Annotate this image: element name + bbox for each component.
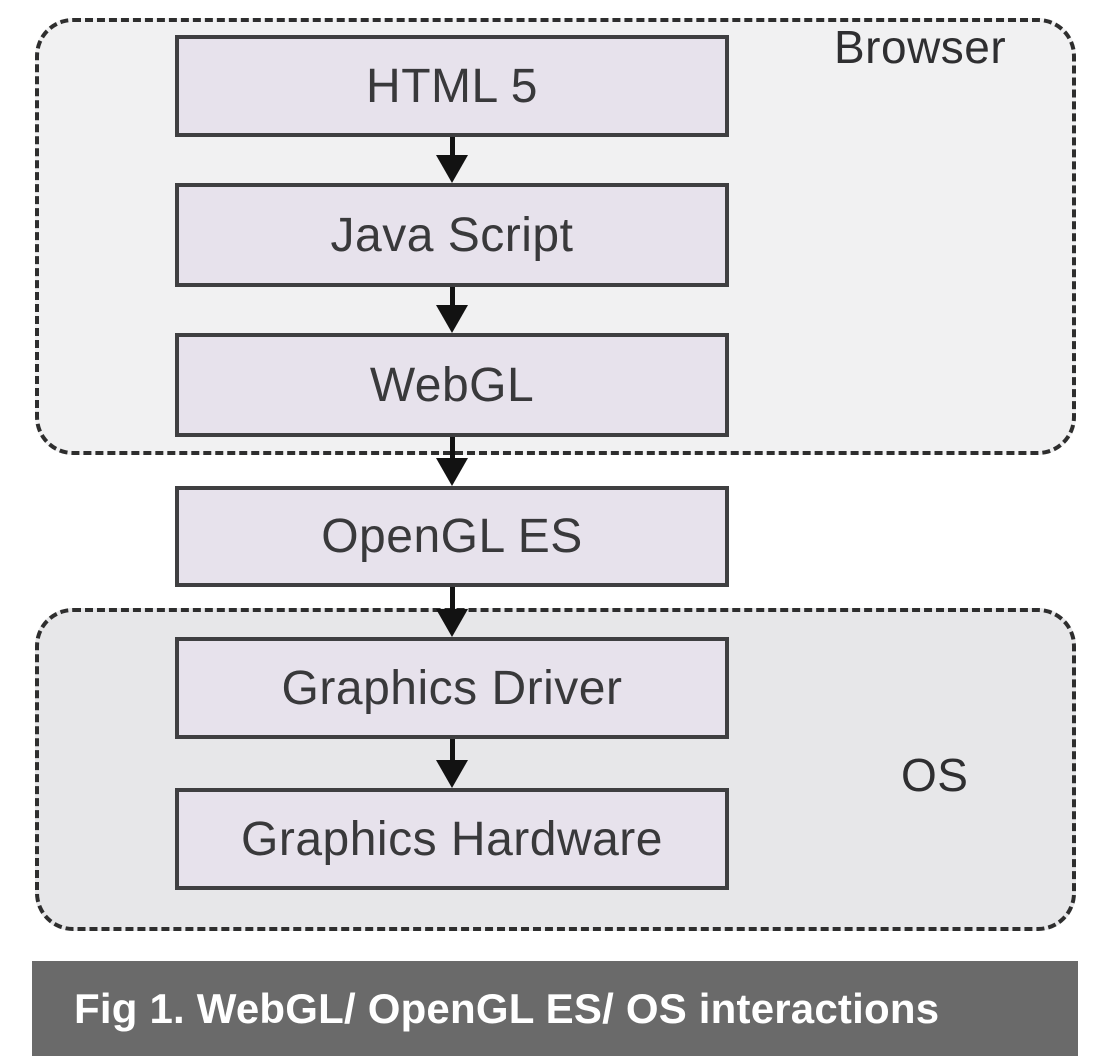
arrow-head-icon <box>436 458 468 486</box>
arrow-head-icon <box>436 155 468 183</box>
node-html5: HTML 5 <box>175 35 729 137</box>
arrow-head-icon <box>436 305 468 333</box>
arrow-javascript-to-webgl <box>436 287 468 333</box>
node-opengl-es: OpenGL ES <box>175 486 729 587</box>
browser-group-label: Browser <box>834 21 1007 73</box>
arrow-webgl-to-opengl-es <box>436 437 468 486</box>
figure-caption: Fig 1. WebGL/ OpenGL ES/ OS interactions <box>32 961 1078 1056</box>
node-graphics-hardware: Graphics Hardware <box>175 788 729 890</box>
arrow-head-icon <box>436 609 468 637</box>
arrow-stem <box>449 437 455 476</box>
arrow-stem <box>449 587 455 627</box>
arrow-graphics-driver-to-graphics-hardware <box>436 739 468 788</box>
figure-caption-text: Fig 1. WebGL/ OpenGL ES/ OS interactions <box>74 984 940 1032</box>
arrow-opengl-es-to-graphics-driver <box>436 587 468 637</box>
node-javascript: Java Script <box>175 183 729 287</box>
arrow-html5-to-javascript <box>436 137 468 183</box>
arrow-stem <box>449 739 455 778</box>
node-webgl: WebGL <box>175 333 729 437</box>
os-group-label: OS <box>901 749 969 801</box>
node-graphics-driver: Graphics Driver <box>175 637 729 739</box>
arrow-head-icon <box>436 760 468 788</box>
